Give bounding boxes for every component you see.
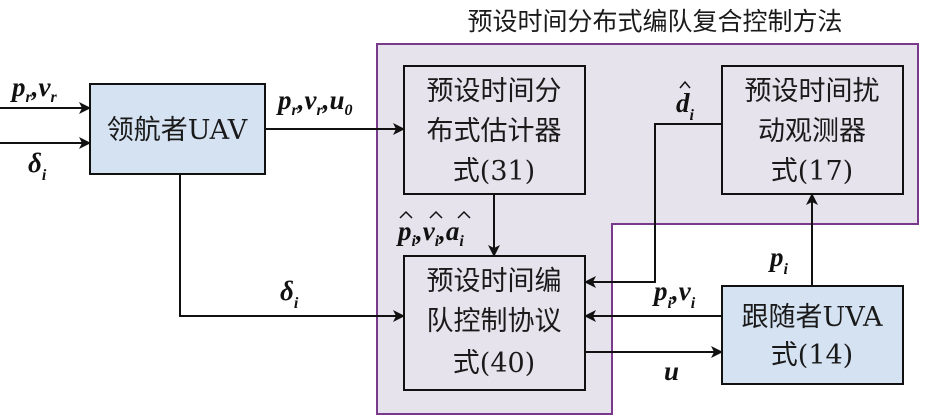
controller-label-line2: 队控制协议 <box>427 306 562 337</box>
signal-label-delta-controller: δi <box>280 276 299 312</box>
controller-label-line1: 预设时间编 <box>427 266 562 297</box>
svg-text:pr,vr: pr,vr <box>10 72 57 106</box>
follower-label-line2: 式(14) <box>771 340 853 371</box>
leader-to-controller-arrow <box>179 174 405 322</box>
observer-label-line2: 动观测器 <box>758 116 866 147</box>
observer-to-controller-arrow <box>584 123 722 288</box>
svg-text:pi: pi <box>768 242 789 278</box>
signal-label-position: pi <box>768 242 789 278</box>
leader-uav-box <box>89 83 266 175</box>
observer-label-line3: 式(17) <box>771 156 853 187</box>
signal-label-leader-to-estimator: pr,vr,u0 <box>276 85 352 119</box>
observer-box <box>721 65 904 195</box>
svg-text:pi,vi: pi,vi <box>652 276 696 312</box>
controller-box <box>403 255 586 391</box>
svg-text:pi,vi,ai: pi,vi,ai <box>396 216 464 250</box>
svg-text:u: u <box>664 356 679 386</box>
svg-text:pr,vr,u0: pr,vr,u0 <box>276 85 352 119</box>
signal-label-input-bottom: δi <box>28 148 47 184</box>
follower-label-line1: 跟随者UVA <box>742 302 883 333</box>
region-title: 预设时间分布式编队复合控制方法 <box>467 7 842 36</box>
leader-uav-label: 领航者UAV <box>107 115 248 146</box>
estimator-label-line1: 预设时间分 <box>427 76 562 107</box>
signal-label-estimates: pi,vi,ai <box>396 210 471 250</box>
signal-label-input-top: pr,vr <box>10 72 57 106</box>
observer-label-line1: 预设时间扰 <box>745 76 880 107</box>
follower-uva-box <box>721 285 904 385</box>
svg-text:δi: δi <box>28 148 47 184</box>
controller-label-line3: 式(40) <box>453 348 535 379</box>
svg-text:δi: δi <box>280 276 299 312</box>
estimator-label-line2: 布式估计器 <box>427 116 562 147</box>
estimator-label-line3: 式(31) <box>453 156 535 187</box>
signal-label-follower-states: pi,vi <box>652 276 696 312</box>
signal-label-control-input: u <box>664 356 679 386</box>
estimator-box <box>403 65 586 195</box>
